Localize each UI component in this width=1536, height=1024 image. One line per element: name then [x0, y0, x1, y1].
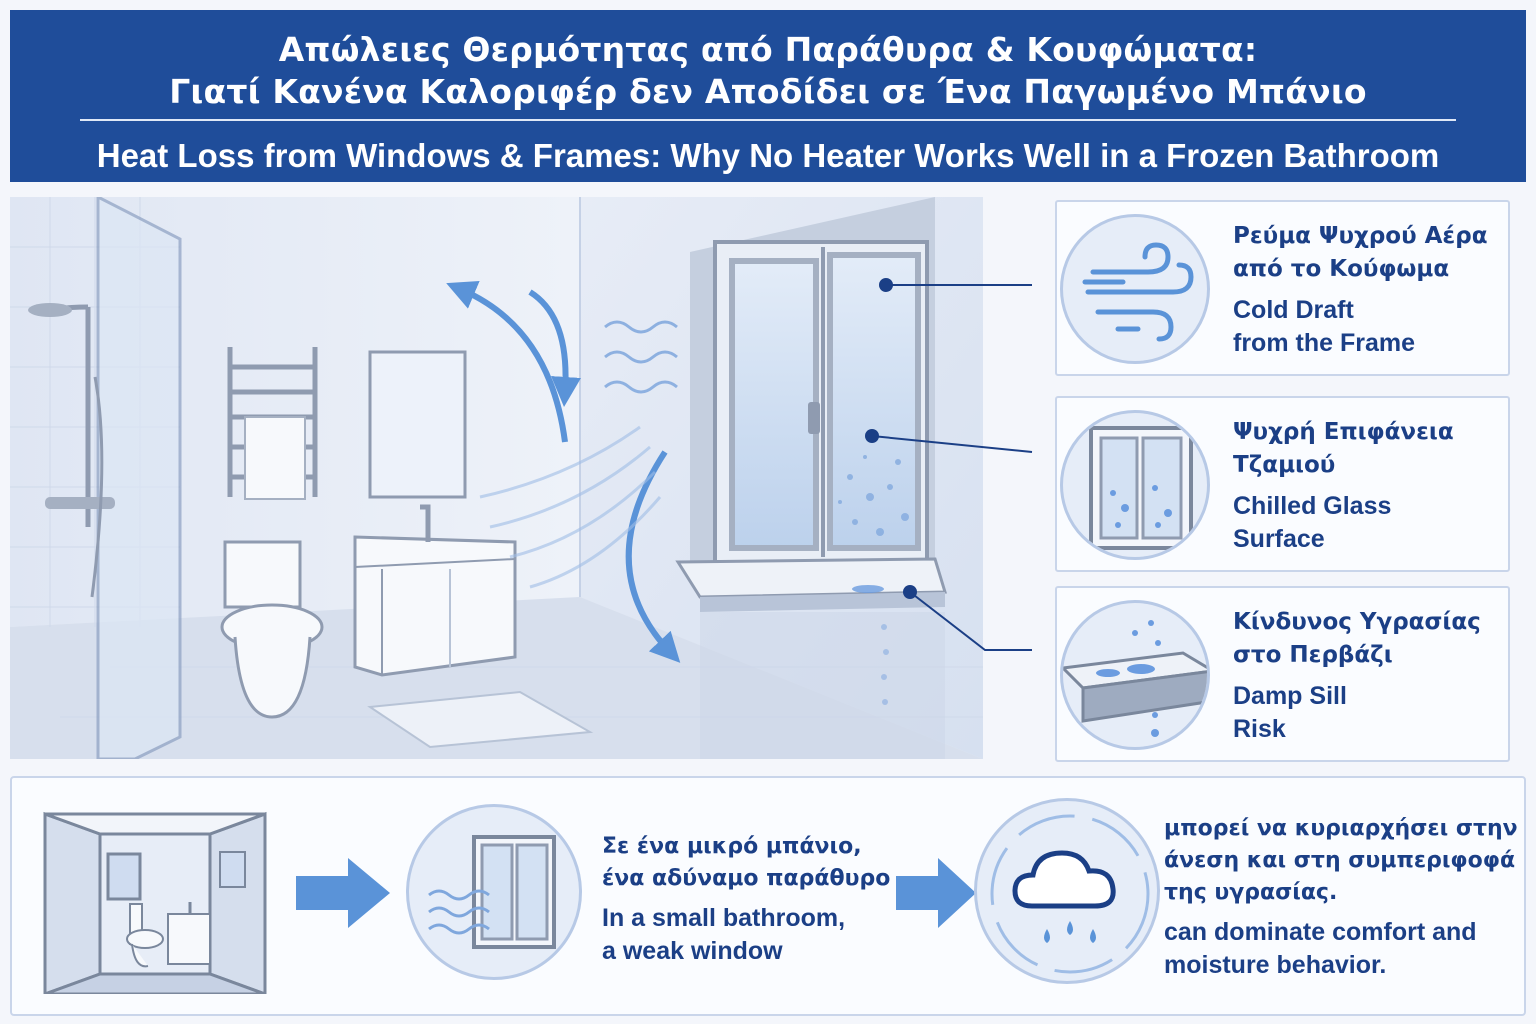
callout-greek-line2: Τζαμιού — [1233, 452, 1336, 478]
step1-greek-line2: ένα αδύναμο παράθυρο — [602, 866, 891, 891]
callout-marker-glass — [865, 429, 879, 443]
callout-marker-draft — [879, 278, 893, 292]
bathroom-illustration — [10, 197, 983, 759]
callout-english-line1: Chilled Glass — [1233, 492, 1392, 520]
callout-greek-line2: από το Κούφωμα — [1233, 256, 1450, 282]
flow-arrow-right-icon — [296, 858, 390, 928]
wind-icon — [1060, 214, 1210, 364]
bathroom-scene-drawing — [10, 197, 983, 759]
title-greek-line1: Απώλειες Θερμότητας από Παράθυρα & Κουφώ… — [278, 30, 1258, 69]
step2-greek-line3: της υγρασίας. — [1164, 880, 1338, 905]
weak-window-icon — [406, 804, 582, 980]
callout-text-chilled-glass: Ψυχρή Επιφάνεια Τζαμιού Chilled Glass Su… — [1233, 416, 1500, 556]
flow-arrow-right-icon — [896, 858, 976, 928]
callout-english-line1: Damp Sill — [1233, 682, 1347, 710]
window-glass-icon — [1060, 410, 1210, 560]
callout-card-damp-sill: Κίνδυνος Υγρασίας στο Περβάζι Damp Sill … — [1055, 586, 1510, 762]
callout-greek-line2: στο Περβάζι — [1233, 642, 1393, 668]
step1-english: In a small bathroom, a weak window — [602, 902, 890, 968]
title-divider — [80, 119, 1456, 121]
step2-english-line1: can dominate comfort and — [1164, 918, 1477, 946]
wet-sill-icon — [1060, 600, 1210, 750]
title-banner: Απώλειες Θερμότητας από Παράθυρα & Κουφώ… — [10, 10, 1526, 182]
callout-greek-line1: Ψυχρή Επιφάνεια — [1233, 419, 1454, 445]
title-greek-line2: Γιατί Κανένα Καλοριφέρ δεν Αποδίδει σε Έ… — [169, 72, 1367, 111]
callout-greek-line1: Κίνδυνος Υγρασίας — [1233, 609, 1481, 635]
callout-english-line2: from the Frame — [1233, 329, 1415, 357]
callout-english-line2: Risk — [1233, 715, 1286, 743]
callout-english: Damp Sill Risk — [1233, 680, 1500, 746]
step2-greek-line2: άνεση και στη συμπεριφοφά — [1164, 848, 1516, 873]
callout-card-cold-draft: Ρεύμα Ψυχρού Αέρα από το Κούφωμα Cold Dr… — [1055, 200, 1510, 376]
callout-english: Chilled Glass Surface — [1233, 490, 1500, 556]
step1-english-line2: a weak window — [602, 937, 783, 965]
callout-greek-line1: Ρεύμα Ψυχρού Αέρα — [1233, 223, 1488, 249]
step2-english: can dominate comfort and moisture behavi… — [1164, 916, 1518, 982]
step1-english-line1: In a small bathroom, — [602, 904, 846, 932]
step2-text: μπορεί να κυριαρχήσει στην άνεση και στη… — [1164, 812, 1518, 982]
callout-english: Cold Draft from the Frame — [1233, 294, 1500, 360]
step1-text: Σε ένα μικρό μπάνιο, ένα αδύναμο παράθυρ… — [602, 830, 890, 968]
step2-greek-line1: μπορεί να κυριαρχήσει στην — [1164, 816, 1518, 841]
step1-greek-line1: Σε ένα μικρό μπάνιο, — [602, 834, 862, 859]
callout-marker-sill — [903, 585, 917, 599]
callout-text-cold-draft: Ρεύμα Ψυχρού Αέρα από το Κούφωμα Cold Dr… — [1233, 220, 1500, 360]
step2-english-line2: moisture behavior. — [1164, 951, 1387, 979]
summary-flow-panel: Σε ένα μικρό μπάνιο, ένα αδύναμο παράθυρ… — [10, 776, 1526, 1016]
moisture-cloud-icon — [974, 798, 1160, 984]
callout-text-damp-sill: Κίνδυνος Υγρασίας στο Περβάζι Damp Sill … — [1233, 606, 1500, 746]
small-bathroom-icon — [43, 811, 267, 994]
callout-english-line1: Cold Draft — [1233, 296, 1354, 324]
callout-card-chilled-glass: Ψυχρή Επιφάνεια Τζαμιού Chilled Glass Su… — [1055, 396, 1510, 572]
title-english: Heat Loss from Windows & Frames: Why No … — [96, 137, 1440, 174]
callout-english-line2: Surface — [1233, 525, 1325, 553]
